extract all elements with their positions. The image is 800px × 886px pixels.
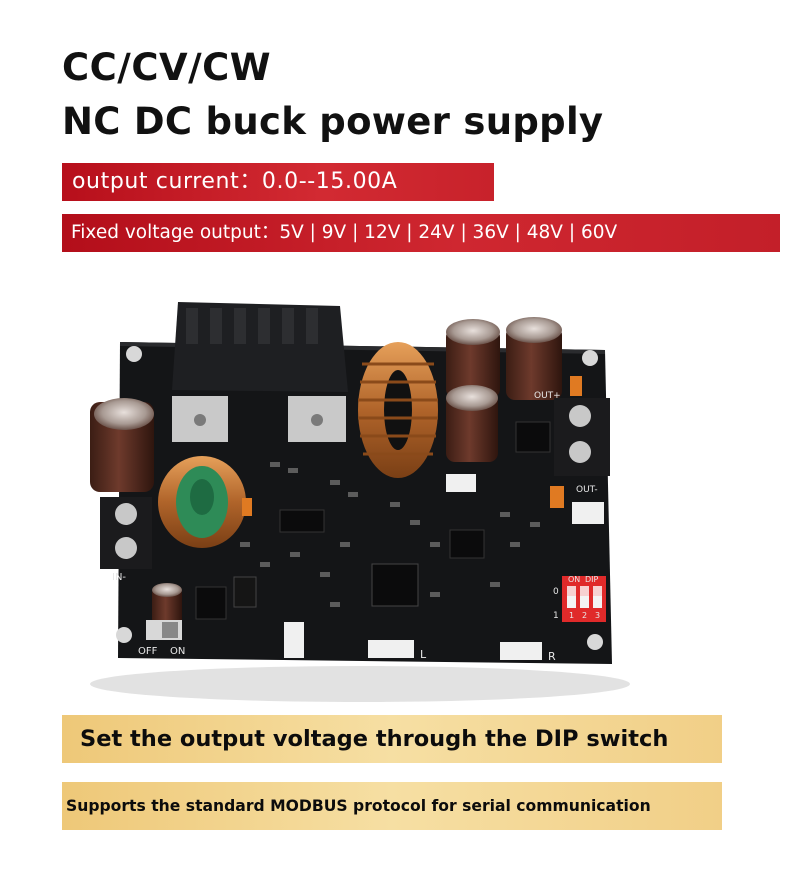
- label-dip-3: 3: [595, 611, 600, 620]
- regulator-chip: [515, 421, 551, 453]
- power-board-illustration: IN- OUT+ OUT- OFF ON ON DIP 1 2 3 0 1 L …: [90, 302, 630, 702]
- output-capacitor-2: [506, 326, 562, 400]
- dip-switch: [562, 576, 606, 622]
- board-shadow: [90, 666, 630, 702]
- right-connector: [500, 642, 542, 660]
- modbus-note: Supports the standard MODBUS protocol fo…: [62, 782, 722, 830]
- small-inductor: [195, 586, 227, 620]
- left-connector: [368, 640, 414, 658]
- opamp-chip: [279, 509, 325, 533]
- label-dip: DIP: [585, 575, 599, 584]
- dip-switch-note: Set the output voltage through the DIP s…: [62, 715, 722, 763]
- small-capacitor: [233, 576, 257, 608]
- input-choke: [158, 456, 246, 548]
- small-electrolytic: [152, 588, 182, 624]
- driver-chip: [449, 529, 485, 559]
- main-inductor: [358, 342, 438, 478]
- output-current-banner: output current：0.0--15.00A: [62, 163, 494, 201]
- label-out-plus: OUT+: [534, 391, 561, 401]
- output-capacitor-1: [446, 328, 500, 398]
- output-capacitor-3: [446, 392, 498, 462]
- mount-hole-tr: [582, 350, 598, 366]
- label-left: L: [420, 648, 427, 661]
- mcu-chip: [371, 563, 419, 607]
- label-dip-0: 0: [553, 587, 559, 597]
- label-dip-on: ON: [568, 575, 580, 584]
- fixed-voltage-banner: Fixed voltage output：5V | 9V | 12V | 24V…: [62, 214, 780, 252]
- label-dip-1-side: 1: [553, 611, 559, 621]
- fan-connector: [446, 474, 476, 492]
- side-connector: [284, 622, 304, 658]
- title-line-1: CC/CV/CW: [62, 46, 272, 89]
- label-dip-2: 2: [582, 611, 587, 620]
- label-in-minus: IN-: [112, 572, 126, 583]
- mount-hole-bl: [116, 627, 132, 643]
- label-on: ON: [170, 646, 185, 657]
- aux-connector: [572, 502, 604, 524]
- label-off: OFF: [138, 646, 158, 657]
- label-right: R: [548, 650, 556, 663]
- orange-cap-1: [550, 486, 564, 508]
- mount-hole-tl: [126, 346, 142, 362]
- power-board-photo: IN- OUT+ OUT- OFF ON ON DIP 1 2 3 0 1 L …: [90, 292, 630, 712]
- label-out-minus: OUT-: [576, 485, 598, 495]
- orange-cap-3: [242, 498, 252, 516]
- label-dip-1: 1: [569, 611, 574, 620]
- mount-hole-br: [587, 634, 603, 650]
- title-line-2: NC DC buck power supply: [62, 100, 604, 143]
- orange-cap-2: [570, 376, 582, 396]
